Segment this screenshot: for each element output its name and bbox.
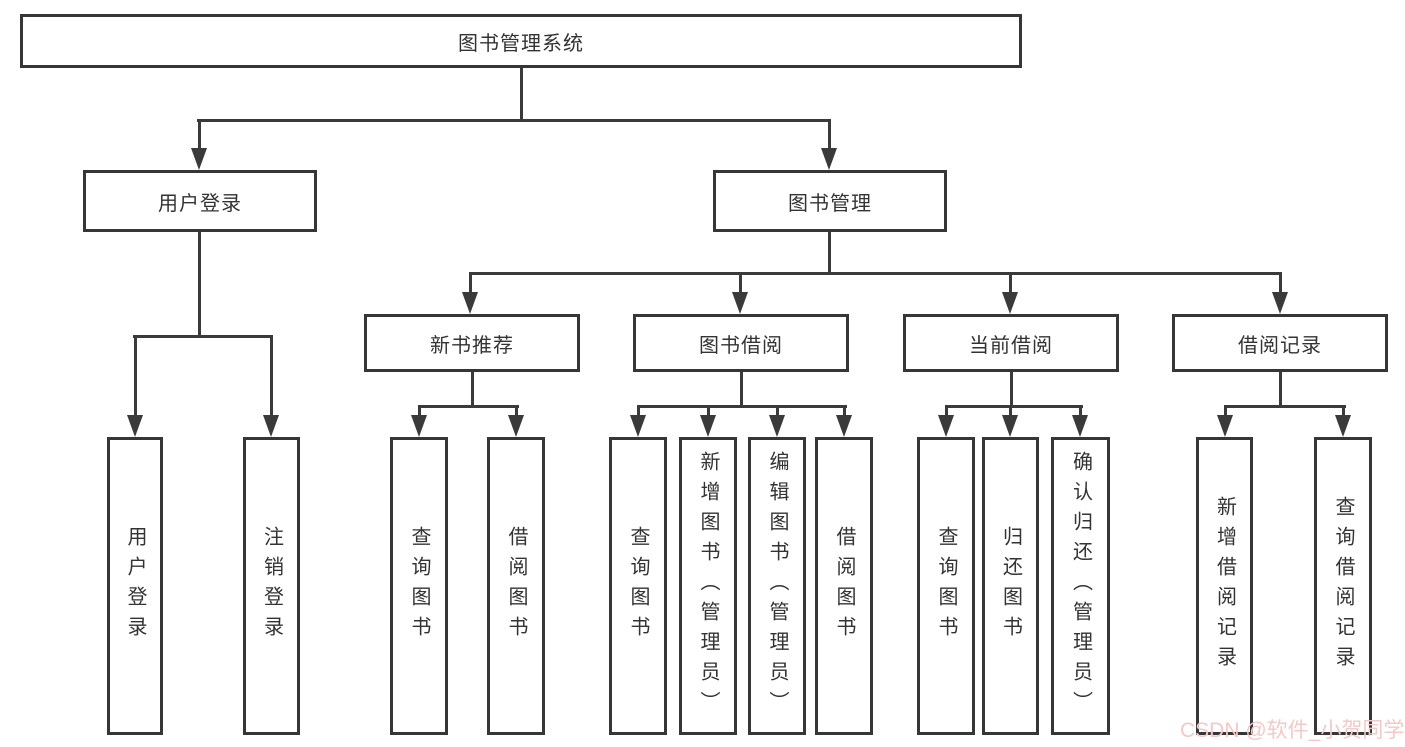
leaf-current-return-books: 归还图书 [982, 437, 1039, 735]
leaf-logout: 注销登录 [243, 437, 300, 735]
connector-line [828, 232, 831, 274]
arrow-down-icon [732, 292, 748, 314]
connector-line [1279, 372, 1282, 407]
connector-line [1009, 405, 1012, 418]
arrow-down-icon [938, 415, 954, 437]
connector-line [471, 372, 474, 407]
leaf-records-add-borrow-record: 新增借阅记录 [1196, 437, 1253, 735]
connector-line [1342, 405, 1345, 418]
connector-line [133, 335, 273, 338]
node-new-book-recommendation: 新书推荐 [364, 314, 580, 372]
leaf-user-login: 用户登录 [107, 437, 163, 735]
arrow-down-icon [411, 415, 427, 437]
connector-line [945, 405, 948, 418]
arrow-down-icon [700, 415, 716, 437]
arrow-down-icon [1002, 292, 1018, 314]
connector-line [1010, 372, 1013, 407]
node-library-management-system: 图书管理系统 [20, 14, 1022, 68]
arrow-down-icon [191, 148, 207, 170]
arrow-down-icon [821, 148, 837, 170]
connector-line [740, 372, 743, 407]
arrow-down-icon [1072, 415, 1088, 437]
connector-line [270, 335, 273, 417]
arrow-down-icon [1217, 415, 1233, 437]
arrow-down-icon [1002, 415, 1018, 437]
leaf-borrowing-query-books: 查询图书 [609, 437, 667, 735]
connector-line [1079, 405, 1082, 418]
connector-line [776, 405, 779, 418]
arrow-down-icon [630, 415, 646, 437]
arrow-down-icon [1335, 415, 1351, 437]
node-book-management: 图书管理 [713, 170, 947, 232]
leaf-current-confirm-return-admin: 确认归还（管理员） [1051, 437, 1110, 735]
leaf-current-query-books: 查询图书 [917, 437, 975, 735]
connector-line [515, 405, 518, 418]
connector-line [637, 405, 640, 418]
connector-line [945, 405, 1083, 408]
arrow-down-icon [127, 415, 143, 437]
connector-line [520, 68, 523, 120]
watermark: CSDN @软件_小贺同学 [1180, 719, 1405, 742]
connector-line [1009, 272, 1012, 294]
connector-line [469, 272, 472, 294]
arrow-down-icon [769, 415, 785, 437]
leaf-borrowing-borrow-books: 借阅图书 [815, 437, 873, 735]
node-book-borrowing: 图书借阅 [633, 314, 849, 372]
connector-line [469, 272, 1282, 275]
arrow-down-icon [1272, 292, 1288, 314]
node-user-login: 用户登录 [83, 170, 317, 232]
arrow-down-icon [508, 415, 524, 437]
connector-line [1279, 272, 1282, 294]
connector-line [198, 119, 201, 150]
arrow-down-icon [836, 415, 852, 437]
leaf-borrowing-add-books-admin: 新增图书（管理员） [679, 437, 737, 735]
connector-line [1224, 405, 1346, 408]
node-borrowing-records: 借阅记录 [1172, 314, 1388, 372]
connector-line [843, 405, 846, 418]
leaf-records-query-borrow-record: 查询借阅记录 [1314, 437, 1372, 735]
node-current-borrowing: 当前借阅 [903, 314, 1119, 372]
leaf-recommend-query-books: 查询图书 [390, 437, 448, 735]
leaf-borrowing-edit-books-admin: 编辑图书（管理员） [748, 437, 806, 735]
connector-line [637, 405, 847, 408]
arrow-down-icon [263, 415, 279, 437]
connector-line [197, 119, 831, 122]
connector-line [828, 119, 831, 150]
connector-line [1224, 405, 1227, 418]
connector-line [418, 405, 421, 418]
leaf-recommend-borrow-books: 借阅图书 [487, 437, 545, 735]
connector-line [198, 232, 201, 337]
arrow-down-icon [462, 292, 478, 314]
connector-line [707, 405, 710, 418]
connector-line [739, 272, 742, 294]
connector-line [134, 335, 137, 417]
connector-line [418, 405, 519, 408]
